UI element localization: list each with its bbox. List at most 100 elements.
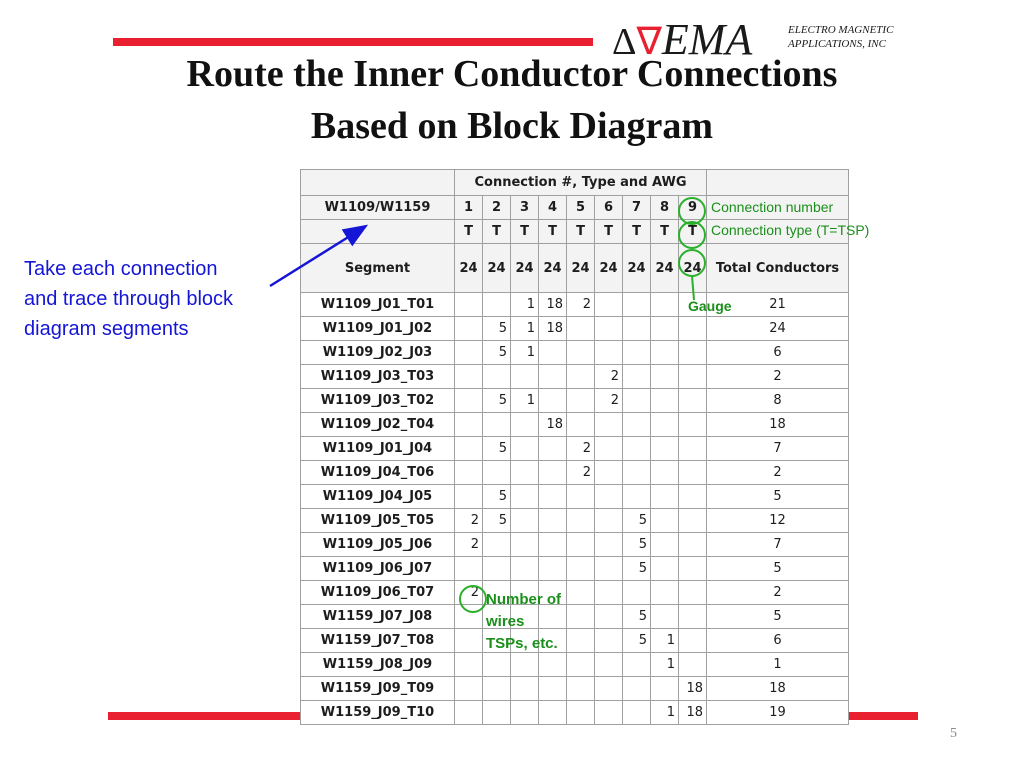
wire-count-cell [566,508,595,533]
callout-wires-line3: TSPs, etc. [486,635,558,652]
wire-count-highlight [459,585,487,613]
wire-count-cell: 1 [510,340,539,365]
logo-nabla-glyph: ∇ [636,21,662,63]
wire-count-cell [566,388,595,413]
connection-number-cell: 4 [538,195,567,220]
callout-wires-line2: wires [486,613,525,630]
connection-type-cell: T [538,219,567,244]
slide-title-line2: Based on Block Diagram [310,105,714,147]
connection-number-cell: 5 [566,195,595,220]
wire-count-cell [622,652,651,677]
wire-count-cell [650,316,679,341]
wire-count-cell [482,628,511,653]
wire-count-cell [678,652,707,677]
top-red-bar [113,38,593,46]
wire-count-cell [650,388,679,413]
wire-count-cell [622,388,651,413]
wire-count-cell [622,460,651,485]
total-conductors-cell: 21 [706,292,849,317]
segment-name: W1159_J07_J08 [300,604,455,629]
wire-count-cell: 5 [622,532,651,557]
callout-number-of-wires: Number of wires TSPs, etc. [486,589,561,655]
blank-header-cell [706,195,849,220]
wire-count-cell [566,556,595,581]
wire-count-cell: 5 [482,508,511,533]
company-name: ELECTRO MAGNETIC APPLICATIONS, INC [788,23,893,51]
wire-count-cell [454,652,483,677]
page-number: 5 [950,726,957,741]
wire-count-cell: 2 [594,364,623,389]
wire-count-cell [650,580,679,605]
note-line3: diagram segments [24,318,189,340]
total-conductors-cell: 5 [706,484,849,509]
wire-count-cell [538,604,567,629]
wire-count-cell [510,412,539,437]
ema-logo: Δ∇EMA [612,16,752,64]
wire-count-cell: 5 [622,556,651,581]
segment-name: W1109_J01_T01 [300,292,455,317]
connection-type-cell: T [622,219,651,244]
segment-name: W1109_J04_T06 [300,460,455,485]
total-conductors-cell: 24 [706,316,849,341]
wire-count-cell: 18 [678,676,707,701]
connection-type-highlight [678,221,706,249]
wire-count-cell [678,580,707,605]
segment-name: W1109_J05_J06 [300,532,455,557]
connection-number-cell: 8 [650,195,679,220]
connection-type-cell: T [510,219,539,244]
wire-count-cell [594,628,623,653]
wire-count-cell [482,532,511,557]
wire-count-cell: 5 [622,628,651,653]
wire-count-cell [510,676,539,701]
wire-count-cell [454,676,483,701]
connection-number-cell: 2 [482,195,511,220]
logo-delta-glyph: Δ [612,21,637,63]
connection-number-cell: 6 [594,195,623,220]
company-name-line1: ELECTRO MAGNETIC [788,24,894,36]
note-line2: and trace through block [24,288,234,310]
bottom-red-bar-right [848,712,918,720]
table-corner-cell [300,169,455,196]
gauge-leader-line [691,275,695,301]
callout-wires-line1: Number of [486,591,561,608]
slide-title-line1: Route the Inner Conductor Connections [186,53,838,95]
wire-count-cell [678,556,707,581]
company-name-line2: APPLICATIONS, INC [788,38,886,50]
total-conductors-cell: 19 [706,700,849,725]
wire-count-cell [510,364,539,389]
segment-name: W1109_J01_J02 [300,316,455,341]
table-corner-cell-right [706,169,849,196]
wire-count-cell [650,556,679,581]
wire-count-cell [454,628,483,653]
wire-count-cell: 1 [650,628,679,653]
note-line1: Take each connection [24,258,218,280]
wire-count-cell [650,676,679,701]
wire-count-cell [622,676,651,701]
wire-count-cell [510,628,539,653]
segment-name: W1109_J03_T02 [300,388,455,413]
segment-name: W1109_J04_J05 [300,484,455,509]
gauge-cell: 24 [650,243,679,293]
blank-header-cell [706,219,849,244]
wire-count-cell [566,340,595,365]
total-conductors-cell: 18 [706,676,849,701]
gauge-cell: 24 [622,243,651,293]
callout-connection-number: Connection number [711,199,834,215]
connection-number-cell: 1 [454,195,483,220]
wire-count-cell [594,700,623,725]
wire-count-cell [538,676,567,701]
wire-count-cell [622,700,651,725]
segment-name: W1109_J02_T04 [300,412,455,437]
wire-count-cell [538,700,567,725]
wire-count-cell [454,556,483,581]
wire-count-cell [622,340,651,365]
